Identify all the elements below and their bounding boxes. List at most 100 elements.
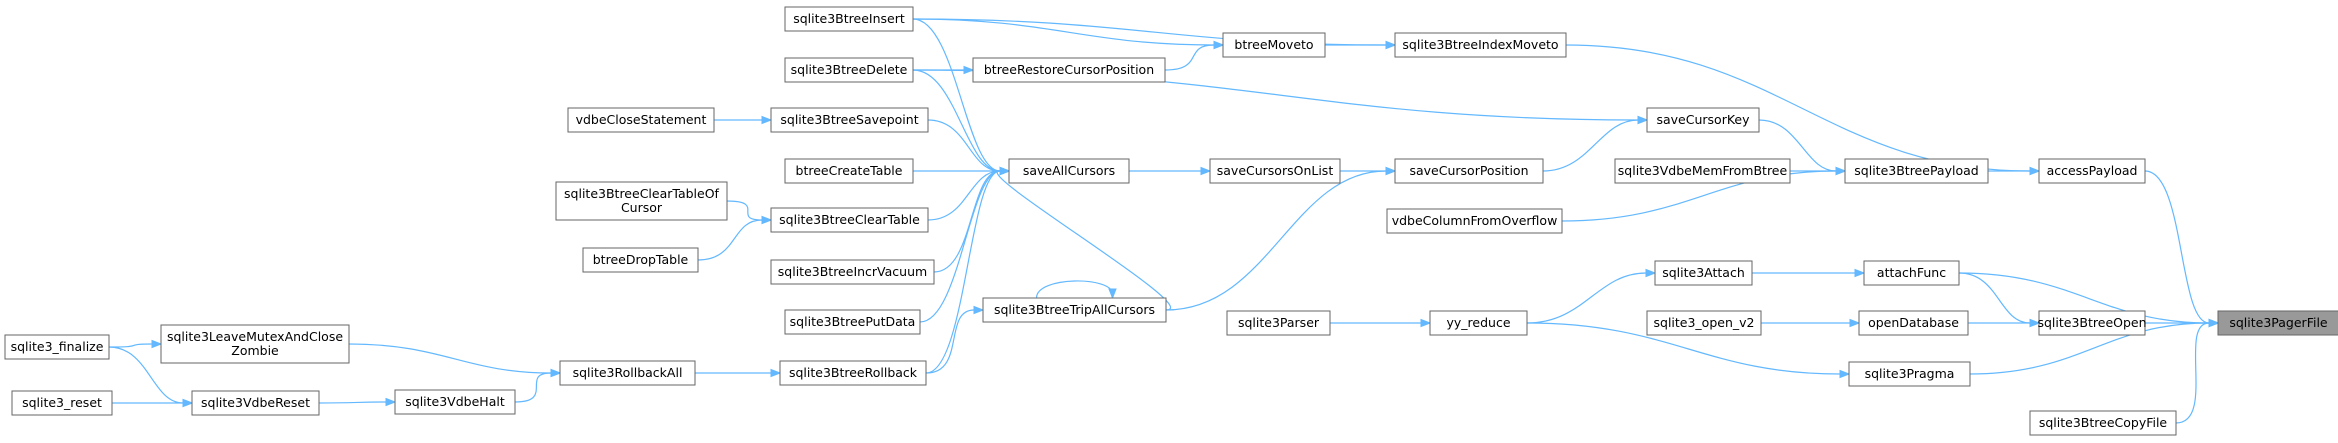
node-label: vdbeColumnFromOverflow [1392, 213, 1558, 228]
edge-line [108, 346, 184, 404]
node-label: accessPayload [2047, 163, 2138, 178]
node-box [770, 259, 935, 285]
node-vdbe-column-from-overflow[interactable]: vdbeColumnFromOverflow [1386, 208, 1563, 234]
node-attach-func[interactable]: attachFunc [1863, 260, 1960, 286]
node-sqlite3-btree-savepoint[interactable]: sqlite3BtreeSavepoint [770, 107, 929, 133]
node-label: sqlite3BtreePayload [1854, 163, 1978, 178]
node-box [1222, 32, 1326, 58]
node-label: sqlite3Parser [1238, 315, 1320, 330]
edge-arrowhead [1213, 40, 1225, 50]
edge-line [348, 343, 552, 374]
node-label: sqlite3_reset [22, 395, 102, 410]
node-sqlite3-btree-open[interactable]: sqlite3BtreeOpen [2037, 310, 2147, 336]
edge-line [108, 343, 153, 348]
node-vdbe-close-statement[interactable]: vdbeCloseStatement [567, 107, 715, 133]
node-sqlite3-open-v2[interactable]: sqlite3_open_v2 [1646, 310, 1762, 336]
node-sqlite3-reset[interactable]: sqlite3_reset [11, 390, 113, 416]
edge-line [1758, 119, 1837, 172]
node-box [982, 297, 1167, 323]
node-box [1858, 310, 1969, 336]
edge-sqlite3-btree-trip-all-cursors-to-save-all-cursors [996, 166, 1171, 311]
node-sqlite3-rollback-all[interactable]: sqlite3RollbackAll [559, 360, 696, 386]
edge-line [912, 18, 1215, 46]
node-box [582, 247, 699, 273]
node-sqlite3-btree-delete[interactable]: sqlite3BtreeDelete [784, 57, 914, 83]
edge-line [1561, 170, 1837, 222]
node-box [160, 324, 350, 364]
edge-arrowhead [1385, 40, 1397, 50]
edge-line [927, 119, 1001, 172]
edge-sqlite3-btree-index-moveto-to-access-payload [1565, 44, 2041, 176]
node-sqlite3-btree-payload[interactable]: sqlite3BtreePayload [1844, 158, 1989, 184]
edge-arrowhead [999, 166, 1011, 176]
node-box [1646, 310, 1762, 336]
edge-vdbe-close-statement-to-sqlite3-btree-savepoint [714, 115, 773, 125]
node-label: saveCursorPosition [1409, 163, 1528, 178]
node-sqlite3-btree-clear-table[interactable]: sqlite3BtreeClearTable [770, 207, 929, 233]
node-sqlite3-btree-copy-file[interactable]: sqlite3BtreeCopyFile [2029, 410, 2177, 436]
node-box [1844, 158, 1989, 184]
nodes-layer: sqlite3PagerFile accessPayload sqlite3Btre… [4, 6, 2338, 436]
edge-line [925, 309, 975, 374]
node-btree-drop-table[interactable]: btreeDropTable [582, 247, 699, 273]
node-sqlite3-finalize[interactable]: sqlite3_finalize [4, 334, 110, 360]
node-save-cursor-position[interactable]: saveCursorPosition [1394, 158, 1544, 184]
node-sqlite3-vdbe-mem-from-btree[interactable]: sqlite3VdbeMemFromBtree [1614, 158, 1791, 184]
node-sqlite3-btree-incr-vacuum[interactable]: sqlite3BtreeIncrVacuum [770, 259, 935, 285]
node-label: saveCursorsOnList [1217, 163, 1334, 178]
node-box [191, 390, 320, 416]
node-sqlite3-btree-insert[interactable]: sqlite3BtreeInsert [784, 6, 914, 32]
node-btree-moveto[interactable]: btreeMoveto [1222, 32, 1326, 58]
edge-arrowhead [761, 115, 773, 125]
node-sqlite3-vdbe-reset[interactable]: sqlite3VdbeReset [191, 390, 320, 416]
node-btree-restore-cursor-position[interactable]: btreeRestoreCursorPosition [972, 57, 1166, 83]
node-label: sqlite3BtreeCopyFile [2039, 415, 2168, 430]
edge-arrowhead [1839, 369, 1851, 379]
node-sqlite3-btree-index-moveto[interactable]: sqlite3BtreeIndexMoveto [1394, 32, 1567, 58]
node-sqlite3-pragma[interactable]: sqlite3Pragma [1848, 361, 1971, 387]
node-label: sqlite3BtreeInsert [793, 11, 905, 26]
edge-sqlite3-btree-clear-table-to-save-all-cursors [927, 166, 1011, 221]
node-box [555, 181, 728, 221]
node-save-all-cursors[interactable]: saveAllCursors [1008, 158, 1130, 184]
edge-yy-reduce-to-sqlite3-attach [1526, 268, 1657, 324]
edge-line [726, 200, 763, 221]
node-box [1646, 107, 1760, 133]
edge-arrowhead [1108, 288, 1117, 300]
node-box [1614, 158, 1791, 184]
node-yy-reduce[interactable]: yy_reduce [1429, 310, 1528, 336]
node-box [784, 309, 921, 335]
edge-arrowhead [1849, 318, 1861, 328]
edge-attach-func-to-sqlite3-pager-file [1958, 272, 2220, 328]
node-box [1008, 158, 1130, 184]
edge-arrowhead [1385, 166, 1397, 176]
node-sqlite3-attach[interactable]: sqlite3Attach [1654, 260, 1753, 286]
edge-sqlite3-btree-rollback-to-save-all-cursors [925, 166, 1011, 374]
edge-arrowhead [182, 398, 194, 408]
edge-sqlite3-open-v2-to-open-database [1761, 318, 1861, 328]
node-access-payload[interactable]: accessPayload [2038, 158, 2146, 184]
node-sqlite3-pager-file[interactable]: sqlite3PagerFile [2217, 310, 2338, 336]
node-sqlite3-btree-trip-all-cursors[interactable]: sqlite3BtreeTripAllCursors [982, 297, 1167, 323]
edge-arrowhead [550, 368, 562, 378]
node-sqlite3-btree-put-data[interactable]: sqlite3BtreePutData [784, 309, 921, 335]
node-save-cursor-key[interactable]: saveCursorKey [1646, 107, 1760, 133]
edge-line [927, 170, 1001, 221]
edge-line [925, 170, 1001, 374]
edge-sqlite3-parser-to-yy-reduce [1330, 318, 1432, 328]
node-sqlite3-btree-rollback[interactable]: sqlite3BtreeRollback [779, 360, 927, 386]
node-sqlite3-vdbe-halt[interactable]: sqlite3VdbeHalt [394, 389, 516, 415]
node-save-cursors-on-list[interactable]: saveCursorsOnList [1209, 158, 1341, 184]
node-open-database[interactable]: openDatabase [1858, 310, 1969, 336]
node-btree-create-table[interactable]: btreeCreateTable [784, 158, 914, 184]
node-sqlite3-parser[interactable]: sqlite3Parser [1226, 310, 1331, 336]
node-label: btreeDropTable [593, 252, 689, 267]
edge-sqlite3-btree-payload-to-access-payload [1987, 166, 2041, 176]
node-label: btreeRestoreCursorPosition [984, 62, 1154, 77]
node-box [2038, 310, 2146, 336]
node-label: sqlite3Attach [1662, 265, 1745, 280]
node-label: sqlite3Pragma [1865, 366, 1955, 381]
edge-line [996, 170, 1171, 311]
